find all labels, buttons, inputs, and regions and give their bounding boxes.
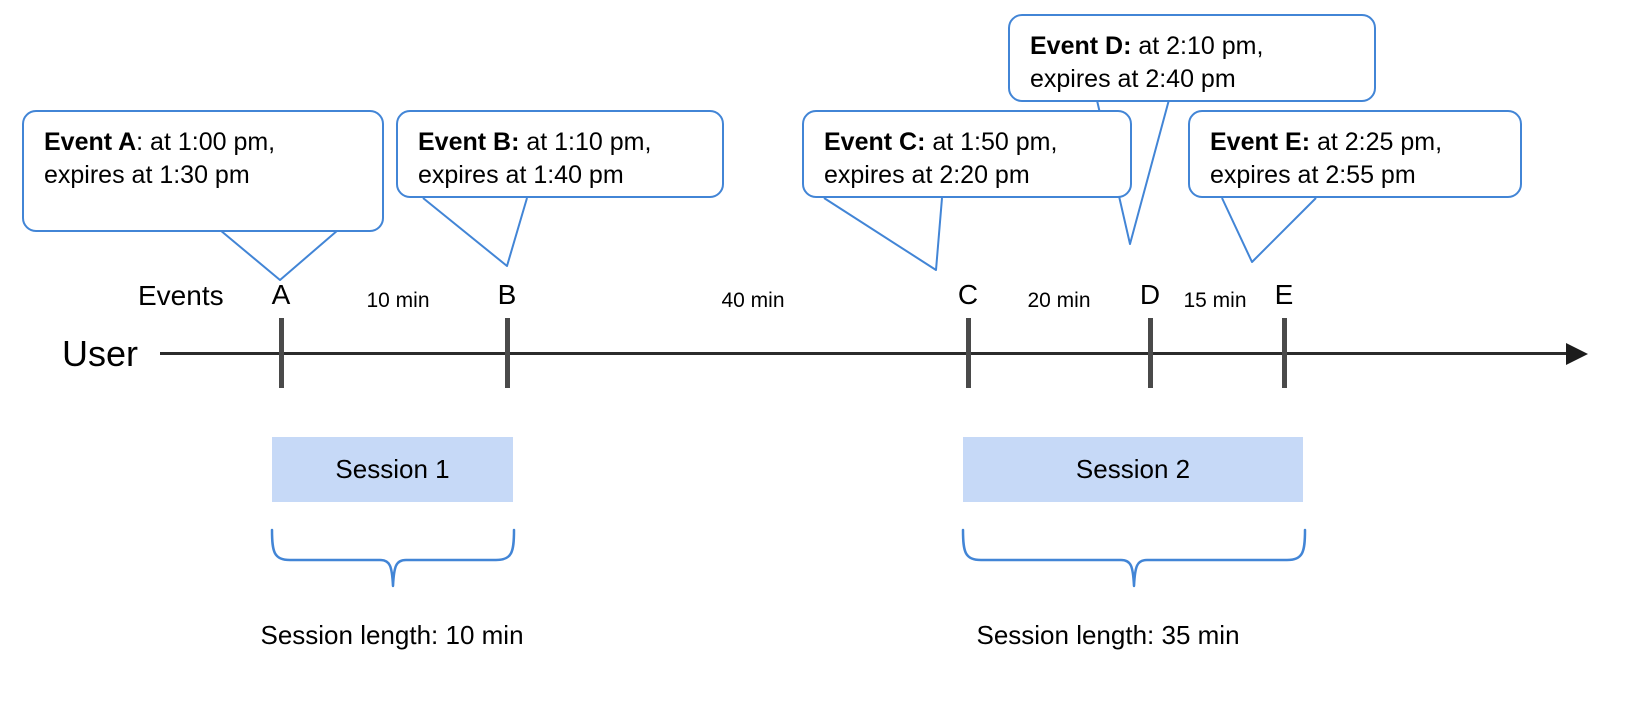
callout-event-a-line1: at 1:00 pm, xyxy=(143,128,276,156)
tick-mark-e xyxy=(1282,318,1287,388)
callout-event-e-name: Event E: xyxy=(1210,128,1311,156)
callout-event-e: Event E: at 2:25 pm, expires at 2:55 pm xyxy=(1188,110,1522,198)
callout-event-d-line1: at 2:10 pm, xyxy=(1131,32,1264,60)
session-brace-1 xyxy=(270,528,516,588)
user-row-label: User xyxy=(62,333,139,374)
callout-event-d-name: Event D: xyxy=(1030,32,1132,60)
session-length-label-2: Session length: 35 min xyxy=(976,620,1240,650)
callout-event-d-line2: expires at 2:40 pm xyxy=(1030,65,1236,94)
tick-mark-a xyxy=(279,318,284,388)
tick-label-d: D xyxy=(1139,279,1161,310)
tick-label-c: C xyxy=(957,279,979,310)
timeline-axis xyxy=(160,352,1572,355)
callout-event-c: Event C: at 1:50 pm, expires at 2:20 pm xyxy=(802,110,1132,198)
gap-label-a-b: 10 min xyxy=(366,289,430,312)
gap-label-d-e: 15 min xyxy=(1183,289,1247,312)
callout-event-e-line2: expires at 2:55 pm xyxy=(1210,161,1416,190)
gap-label-b-c: 40 min xyxy=(721,289,785,312)
callout-event-a-separator: : xyxy=(136,128,144,156)
tick-label-e: E xyxy=(1274,279,1294,310)
callout-event-b-line2: expires at 1:40 pm xyxy=(418,161,624,190)
tick-mark-b xyxy=(505,318,510,388)
session-length-label-1: Session length: 10 min xyxy=(260,620,524,650)
session-bar-1: Session 1 xyxy=(272,437,513,502)
tick-label-b: B xyxy=(497,279,517,310)
callout-event-a-line2: expires at 1:30 pm xyxy=(44,161,250,190)
gap-label-c-d: 20 min xyxy=(1027,289,1091,312)
callout-event-e-line1: at 2:25 pm, xyxy=(1310,128,1443,156)
tick-label-a: A xyxy=(271,279,291,310)
tick-mark-c xyxy=(966,318,971,388)
callout-event-b-line1: at 1:10 pm, xyxy=(519,128,652,156)
callout-event-c-line2: expires at 2:20 pm xyxy=(824,161,1030,190)
callout-tail-b xyxy=(422,197,528,267)
tick-mark-d xyxy=(1148,318,1153,388)
callout-event-c-name: Event C: xyxy=(824,128,926,156)
session-brace-2 xyxy=(961,528,1307,588)
callout-event-c-line1: at 1:50 pm, xyxy=(925,128,1058,156)
callout-event-b: Event B: at 1:10 pm, expires at 1:40 pm xyxy=(396,110,724,198)
timeline-arrow-icon xyxy=(1566,343,1588,365)
callout-event-d: Event D: at 2:10 pm, expires at 2:40 pm xyxy=(1008,14,1376,102)
callout-tail-e xyxy=(1221,197,1317,263)
callout-tail-c xyxy=(823,197,943,271)
events-row-label: Events xyxy=(138,280,224,311)
session-bar-2: Session 2 xyxy=(963,437,1303,502)
callout-event-b-name: Event B: xyxy=(418,128,520,156)
callout-event-a-name: Event A xyxy=(44,128,137,156)
callout-event-a: Event A: at 1:00 pm, expires at 1:30 pm xyxy=(22,110,384,232)
